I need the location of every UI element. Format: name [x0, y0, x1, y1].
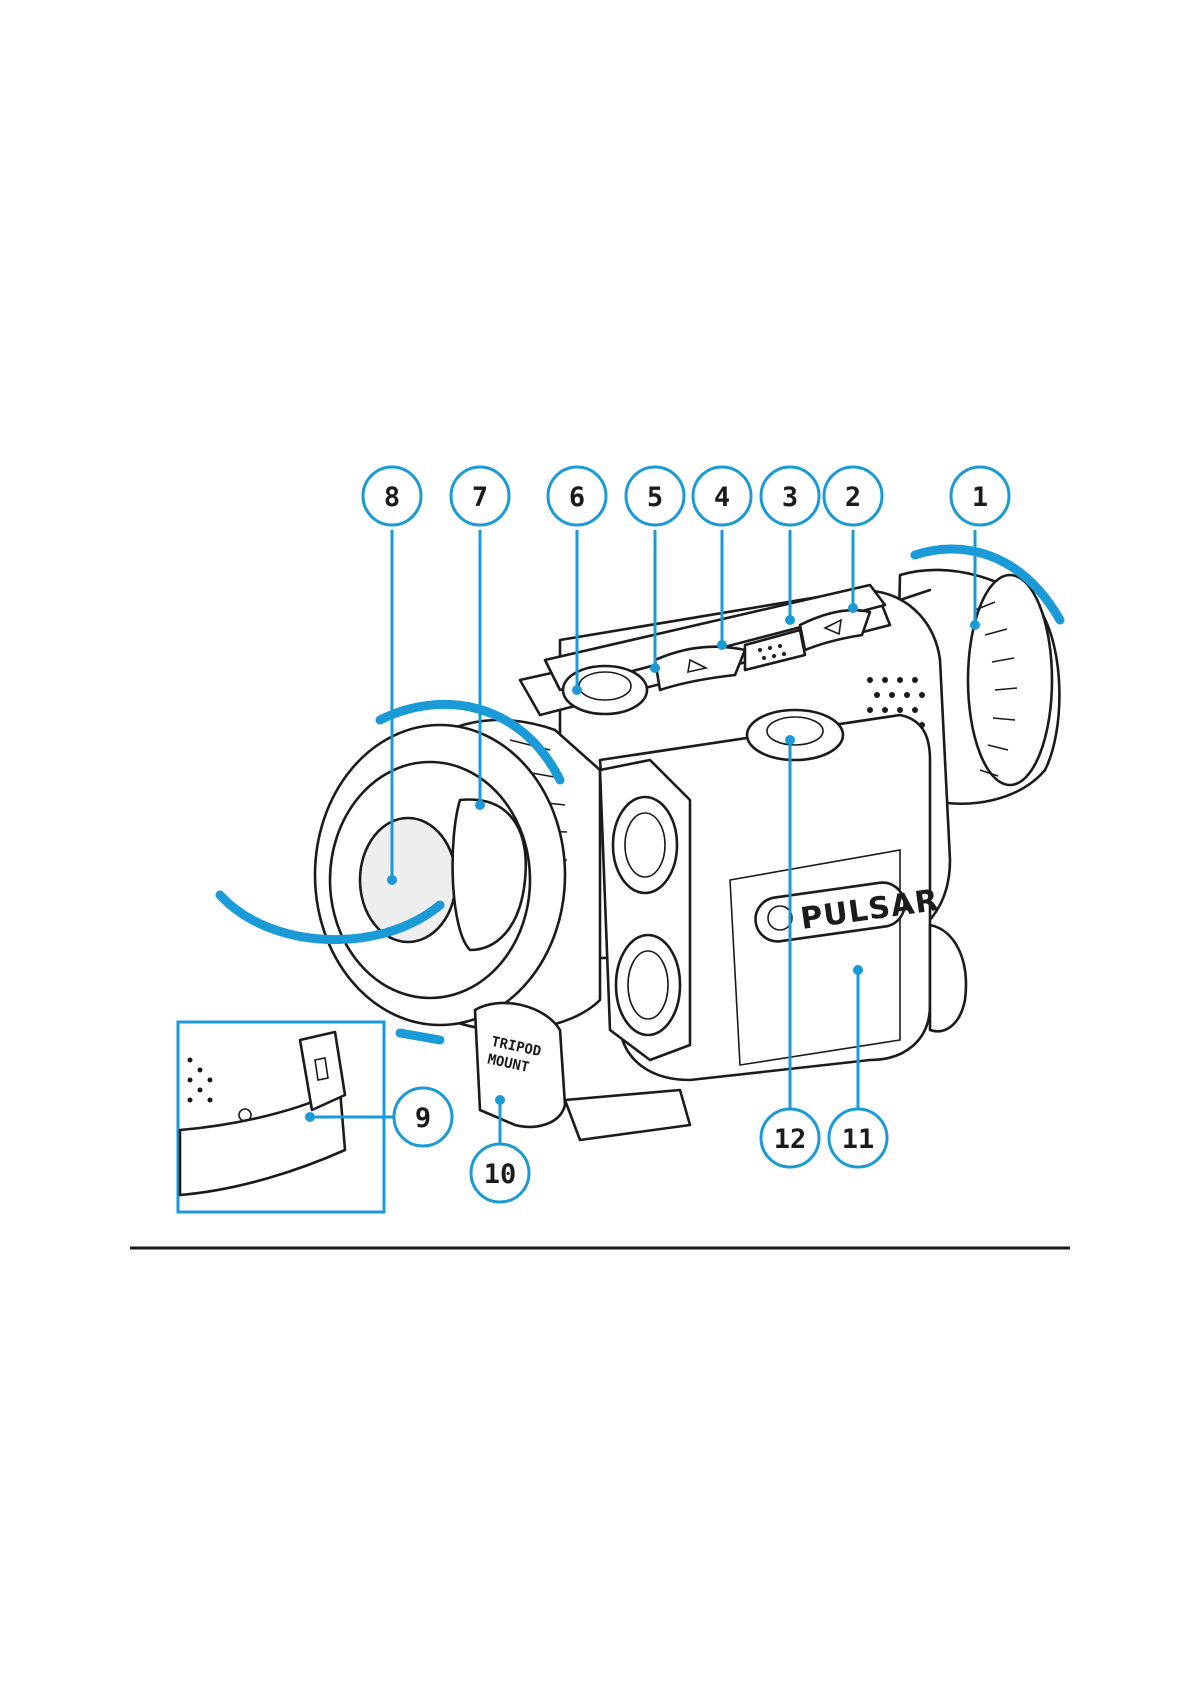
objective-lens-cap [315, 725, 565, 1025]
callout-4-label: 4 [714, 482, 730, 513]
callout-10-label: 10 [484, 1159, 517, 1190]
callout-6-label: 6 [569, 482, 585, 513]
callout-8-label: 8 [384, 482, 400, 513]
callout-1: 1 [951, 467, 1009, 525]
callout-11-label: 11 [842, 1124, 875, 1155]
callout-2: 2 [824, 467, 882, 525]
callout-9-label: 9 [415, 1103, 431, 1134]
callout-1-label: 1 [972, 482, 988, 513]
callout-11: 11 [829, 1109, 887, 1167]
callout-12-label: 12 [774, 1124, 807, 1155]
callout-4: 4 [693, 467, 751, 525]
callout-7-label: 7 [472, 482, 488, 513]
callout-12: 12 [761, 1109, 819, 1167]
callout-3-label: 3 [782, 482, 798, 513]
callout-9: 9 [394, 1088, 452, 1146]
callout-10: 10 [471, 1144, 529, 1202]
callout-5-label: 5 [647, 482, 663, 513]
callout-7: 7 [451, 467, 509, 525]
callout-5: 5 [626, 467, 684, 525]
callout-6: 6 [548, 467, 606, 525]
callout-3: 3 [761, 467, 819, 525]
callout-2-label: 2 [845, 482, 861, 513]
tripod-mount-cap: TRIPOD MOUNT [475, 1003, 565, 1127]
callout-8: 8 [363, 467, 421, 525]
